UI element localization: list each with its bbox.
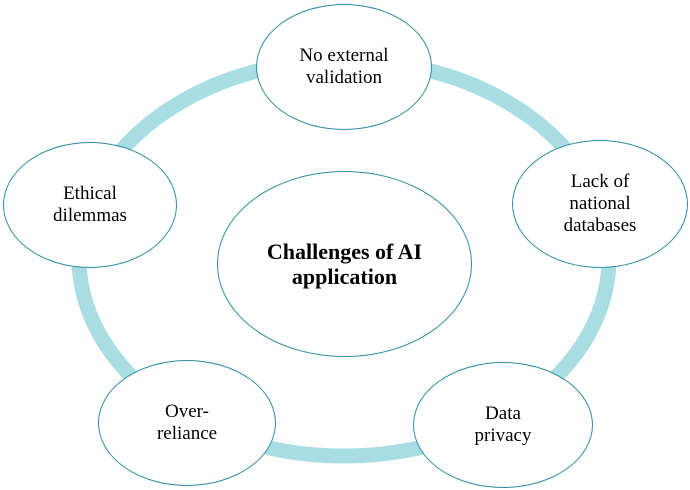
node-over-reliance: Over- reliance — [98, 360, 276, 486]
node-label: Data privacy — [474, 403, 532, 446]
node-label: No external validation — [299, 45, 389, 88]
node-data-privacy: Data privacy — [413, 362, 593, 488]
node-label: Lack of national databases — [563, 171, 637, 236]
node-ethical-dilemmas: Ethical dilemmas — [3, 142, 177, 268]
node-label: Over- reliance — [156, 401, 218, 444]
center-label: Challenges of AI application — [266, 239, 423, 289]
node-lack-of-national-databases: Lack of national databases — [512, 140, 688, 268]
node-no-external-validation: No external validation — [256, 4, 432, 130]
node-label: Ethical dilemmas — [53, 183, 127, 226]
center-node-challenges: Challenges of AI application — [217, 171, 472, 357]
